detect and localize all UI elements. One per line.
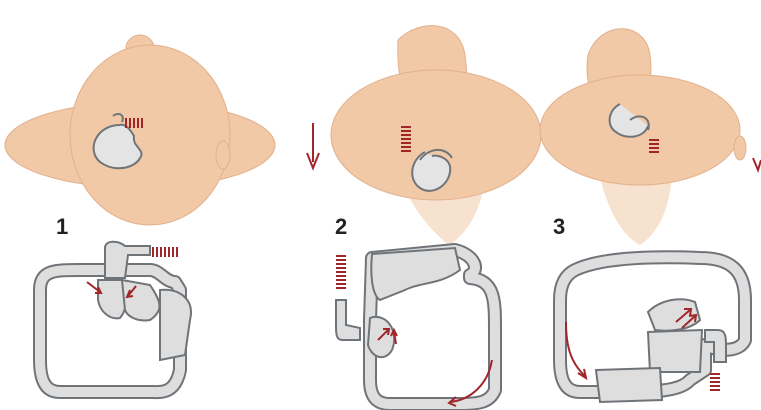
panel-1-illustration: [5, 35, 275, 225]
panel-1-body: [70, 45, 230, 225]
panel-3-number: 3: [553, 214, 565, 240]
panel-1-number: 1: [56, 214, 68, 240]
panel-1-side-nub: [216, 141, 230, 169]
panel-1-schematic: [40, 242, 191, 392]
panel-3-lower-chamber: [648, 330, 702, 372]
panel-3-schematic: [560, 257, 745, 402]
panel-2-red-ticks: [401, 127, 411, 151]
panel-2-schematic: [336, 248, 495, 406]
panel-1-side-chamber: [160, 290, 191, 360]
panel-3-illustration: [540, 29, 746, 245]
panel-2-number: 2: [335, 214, 347, 240]
panel-3-bottom-chamber: [596, 368, 662, 402]
panel-3-side-nub: [734, 136, 746, 160]
panel-1-inlet-ticks: [153, 247, 177, 257]
down-arrow-icon-right: [753, 158, 761, 170]
panel-2-inlet-ticks: [336, 256, 346, 288]
panel-2-inlet-tube: [336, 300, 360, 340]
panel-2-illustration: [331, 26, 541, 245]
panel-3-outlet-ticks: [710, 374, 720, 390]
down-arrow-icon: [307, 123, 319, 168]
panel-2-organ: [412, 152, 450, 191]
